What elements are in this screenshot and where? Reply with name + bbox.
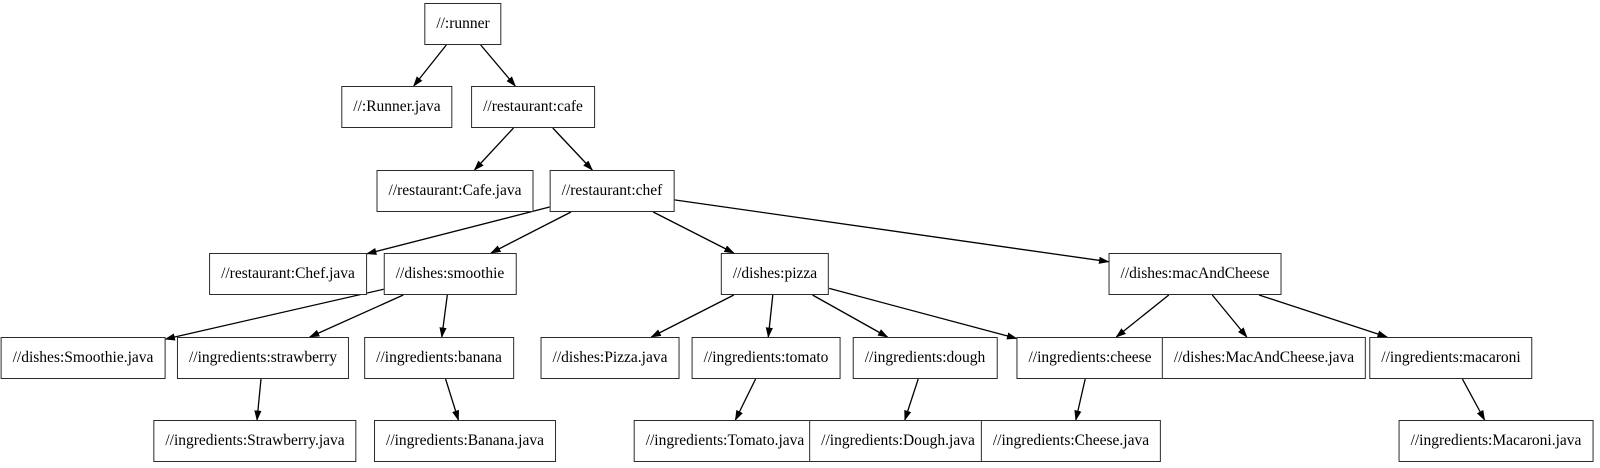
node-tomato-java: //ingredients:Tomato.java: [633, 420, 817, 462]
node-macandcheese: //dishes:macAndCheese: [1108, 253, 1282, 295]
edge-runner-to-runner_java: [413, 44, 447, 87]
node-strawberry-java: //ingredients:Strawberry.java: [153, 420, 357, 462]
edge-pizza-to-cheese: [829, 287, 1018, 340]
edge-chef-to-chef_java: [365, 206, 550, 255]
edge-tomato-to-tomato_java: [734, 378, 757, 421]
edge-smoothie-to-smoothie_java: [164, 288, 384, 341]
node-macaroni: //ingredients:macaroni: [1369, 337, 1533, 379]
node-smoothie: //dishes:smoothie: [383, 253, 517, 295]
node-cheese-java: //ingredients:Cheese.java: [980, 420, 1162, 462]
node-cafe-java: //restaurant:Cafe.java: [376, 170, 534, 212]
edge-chef-to-smoothie: [490, 211, 572, 254]
node-chef-java: //restaurant:Chef.java: [209, 253, 367, 295]
edge-cafe-to-chef: [552, 127, 593, 171]
edge-cafe-to-cafe_java: [473, 127, 514, 171]
edge-chef-to-pizza: [652, 211, 735, 254]
edge-banana-to-banana_java: [444, 378, 460, 421]
node-runner-java: //:Runner.java: [341, 86, 453, 128]
edge-runner-to-cafe: [480, 44, 516, 87]
edge-macaroni-to-macaroni_java: [1461, 378, 1486, 421]
node-pizza: //dishes:pizza: [720, 253, 830, 295]
node-strawberry: //ingredients:strawberry: [176, 337, 350, 379]
node-banana: //ingredients:banana: [364, 337, 514, 379]
node-dough: //ingredients:dough: [852, 337, 998, 379]
node-dough-java: //ingredients:Dough.java: [809, 420, 987, 462]
edge-cheese-to-cheese_java: [1074, 378, 1086, 421]
node-tomato: //ingredients:tomato: [691, 337, 841, 379]
node-pizza-java: //dishes:Pizza.java: [540, 337, 680, 379]
edge-strawberry-to-strawberry_java: [254, 378, 262, 421]
node-macaroni-java: //ingredients:Macaroni.java: [1398, 420, 1594, 462]
edge-pizza-to-tomato: [765, 294, 774, 338]
node-smoothie-java: //dishes:Smoothie.java: [0, 337, 166, 379]
edge-macandcheese-to-macaroni: [1258, 294, 1388, 338]
node-macandcheese-java: //dishes:MacAndCheese.java: [1161, 337, 1367, 379]
edge-pizza-to-dough: [812, 294, 889, 338]
edge-macandcheese-to-cheese: [1115, 294, 1170, 338]
edge-pizza-to-pizza_java: [650, 294, 735, 338]
node-cheese: //ingredients:cheese: [1016, 337, 1164, 379]
node-banana-java: //ingredients:Banana.java: [374, 420, 556, 462]
edge-smoothie-to-strawberry: [308, 294, 404, 338]
edge-macandcheese-to-macandcheese_java: [1211, 294, 1248, 338]
node-runner: //:runner: [424, 3, 502, 45]
node-chef: //restaurant:chef: [549, 170, 675, 212]
node-cafe: //restaurant:cafe: [471, 86, 595, 128]
edge-smoothie-to-banana: [439, 294, 448, 338]
edge-dough-to-dough_java: [904, 378, 919, 421]
